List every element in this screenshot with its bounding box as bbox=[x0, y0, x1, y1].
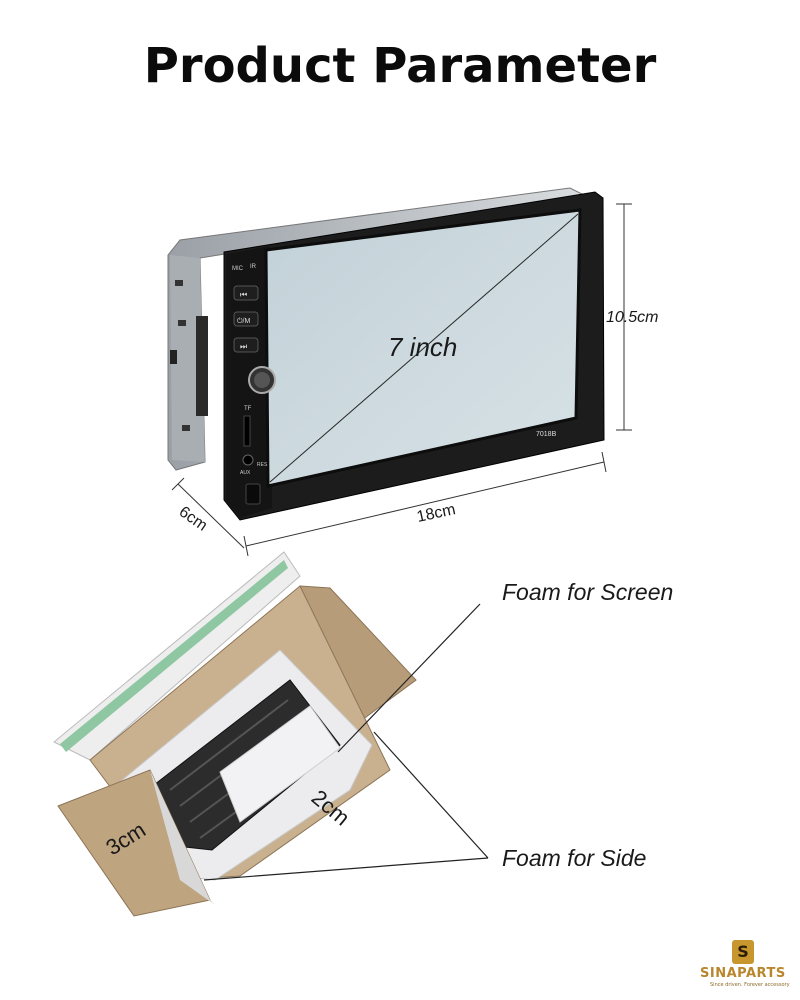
tf-card-slot bbox=[243, 415, 251, 447]
next-button[interactable] bbox=[233, 337, 259, 353]
tf-label: TF bbox=[244, 406, 252, 412]
foam-side-label: Foam for Side bbox=[502, 845, 646, 871]
diagonal-line bbox=[269, 213, 579, 483]
prev-icon: ⏮ bbox=[240, 290, 247, 299]
ir-label: IR bbox=[250, 264, 257, 270]
mode-button[interactable] bbox=[233, 311, 259, 327]
page-title: Product Parameter bbox=[143, 38, 657, 94]
brand-tagline: Since driven. Forever accessory bbox=[710, 982, 790, 988]
logo-badge-icon: S bbox=[732, 940, 754, 964]
brand-name: SINAPARTS bbox=[700, 966, 786, 981]
depth-dimension: 6cm bbox=[176, 503, 211, 534]
mic-label: MIC bbox=[232, 266, 244, 272]
power-mode-icon: ⏻/M bbox=[237, 317, 250, 325]
dimension-lines bbox=[171, 203, 632, 557]
model-label: 7018B bbox=[536, 431, 557, 438]
prev-button[interactable] bbox=[233, 285, 259, 301]
callout-lines bbox=[203, 603, 489, 881]
packaging-box bbox=[53, 551, 417, 917]
next-icon: ⏭ bbox=[240, 342, 247, 351]
res-label: RES bbox=[257, 462, 268, 468]
screen-size-label: 7 inch bbox=[388, 332, 457, 362]
aux-jack bbox=[242, 454, 254, 466]
height-dimension: 10.5cm bbox=[606, 309, 658, 326]
aux-label: AUX bbox=[240, 470, 251, 476]
usb-port bbox=[245, 483, 261, 505]
head-unit: 7 inch 7018B MIC IR ⏮ ⏻/M ⏭ TF AUX RES bbox=[167, 187, 605, 521]
side-foam bbox=[219, 705, 341, 823]
brand-logo: S SINAPARTS Since driven. Forever access… bbox=[696, 940, 796, 996]
foam-screen-label: Foam for Screen bbox=[502, 579, 673, 605]
